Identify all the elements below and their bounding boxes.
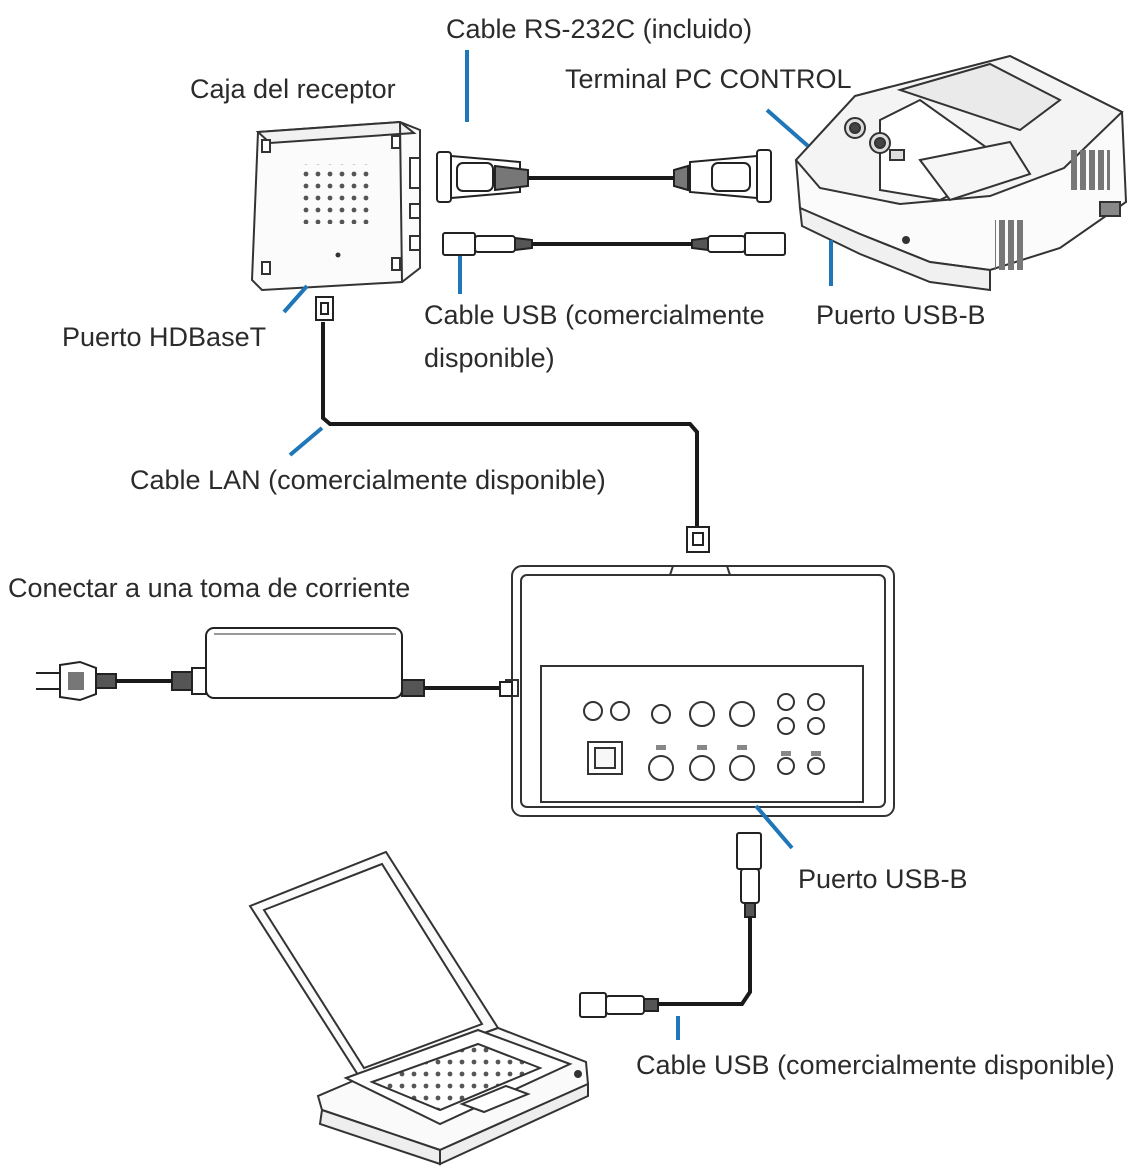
rs232-cable-label: Cable RS-232C (incluido) [446,14,753,44]
pc-control-terminal-label: Terminal PC CONTROL [565,64,852,94]
ac-adapter-icon [171,627,425,699]
transmitter-icon [505,565,895,817]
laptop-icon [248,850,590,1166]
power-outlet-label: Conectar a una toma de corriente [8,573,411,603]
rj45-connector-icon [315,296,334,321]
projector-icon [794,54,1128,292]
lan-cable-label: Cable LAN (comercialmente disponible) [130,465,606,495]
usb-cable-top-label: Cable USB (comercialmente disponible) [424,294,765,380]
usb-cable-top-label-line1: Cable USB (comercialmente [424,300,765,330]
usb-cable-top-label-line2: disponible) [424,343,555,373]
usb-cable-bottom-label: Cable USB (comercialmente disponible) [636,1050,1115,1080]
power-plug-icon [36,660,117,702]
usb-b-port-projector-label: Puerto USB-B [816,300,986,330]
hdbaset-port-label: Puerto HDBaseT [62,322,267,352]
usb-b-port-transmitter-label: Puerto USB-B [798,864,968,894]
usb-a-connector-icon [579,832,762,1018]
rs232-connector-icon [436,149,772,203]
rj45-connector-icon [686,526,710,553]
usb-a-connector-icon [442,232,786,256]
receiver-box-icon [250,120,421,292]
leader-lines [282,50,833,1040]
receiver-box-label: Caja del receptor [190,74,396,104]
